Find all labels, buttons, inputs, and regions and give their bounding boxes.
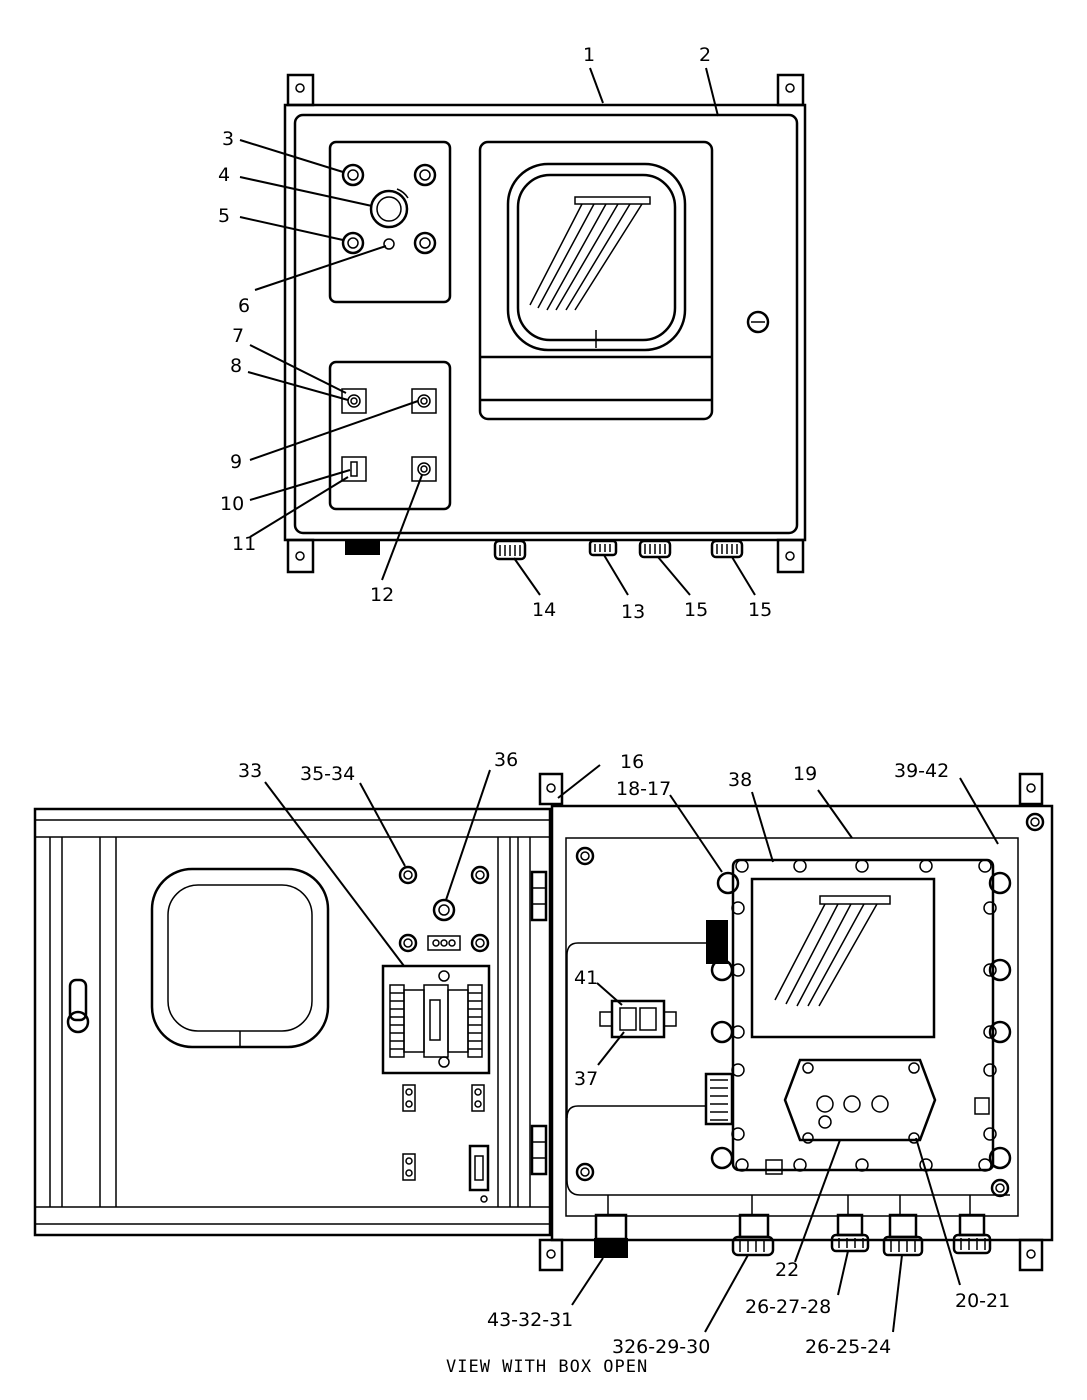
- display-window-frame: [506, 162, 687, 352]
- callout-5: 5: [218, 205, 230, 227]
- callout-41: 41: [574, 967, 598, 989]
- door-window-inner: [150, 867, 330, 1049]
- mount-tab: [286, 73, 315, 107]
- closed-box: [239, 67, 807, 596]
- callout-26-25-24: 26-25-24: [805, 1336, 891, 1358]
- connector-43-32-31: [594, 1213, 628, 1258]
- callout-36: 36: [494, 749, 518, 771]
- callout-20-21: 20-21: [955, 1290, 1010, 1312]
- display-housing: [478, 140, 714, 421]
- callout-14: 14: [532, 599, 556, 621]
- enclosure-open-body: [550, 804, 1054, 1242]
- open-box: [33, 764, 1054, 1333]
- mounting-plate: [565, 837, 1019, 1217]
- door-latch: [746, 310, 770, 334]
- connector-13: [588, 539, 618, 557]
- connector-26-25-24: [882, 1213, 924, 1257]
- connector-26-27-28: [830, 1213, 870, 1253]
- callout-43-32-31: 43-32-31: [487, 1309, 573, 1331]
- callout-8: 8: [230, 355, 242, 377]
- callout-39-42: 39-42: [894, 760, 949, 782]
- top-view-callouts: 1 2 3 4 5 6 7 8 9 10 11 12 13 14 15 15: [218, 44, 772, 623]
- connector-15b: [710, 539, 744, 559]
- callout-16: 16: [620, 751, 644, 773]
- callout-326-29-30: 326-29-30: [612, 1336, 710, 1358]
- mount-tab: [1018, 1238, 1044, 1272]
- mount-tab: [286, 538, 315, 574]
- display-window: [516, 173, 677, 342]
- connector-right: [952, 1213, 992, 1255]
- door-handle: [66, 978, 90, 1034]
- callout-37: 37: [574, 1068, 598, 1090]
- callout-15b: 15: [748, 599, 772, 621]
- connector-15a: [638, 539, 672, 559]
- mount-tab: [538, 772, 564, 806]
- terminal-module: [381, 964, 491, 1075]
- callout-26-27-28: 26-27-28: [745, 1296, 831, 1318]
- callout-3: 3: [222, 128, 234, 150]
- enclosure-door: [293, 113, 799, 535]
- callout-22: 22: [775, 1259, 799, 1281]
- callout-15a: 15: [684, 599, 708, 621]
- control-module: [710, 858, 1012, 1175]
- callout-4: 4: [218, 164, 230, 186]
- callout-33: 33: [238, 760, 262, 782]
- module-connector-lower: [704, 1072, 734, 1126]
- callout-13: 13: [621, 601, 645, 623]
- control-panel-lower: [328, 360, 452, 511]
- callout-38: 38: [728, 769, 752, 791]
- callout-2: 2: [699, 44, 711, 66]
- callout-19: 19: [793, 763, 817, 785]
- enclosure-body: [283, 103, 807, 542]
- key-switch: [369, 189, 409, 229]
- callout-18-17: 18-17: [616, 778, 671, 800]
- figure-caption: VIEW WITH BOX OPEN: [446, 1357, 648, 1377]
- mount-tab: [1018, 772, 1044, 806]
- callout-7: 7: [232, 325, 244, 347]
- callout-12: 12: [370, 584, 394, 606]
- hinge-upper: [530, 870, 548, 922]
- callout-6: 6: [238, 295, 250, 317]
- callout-9: 9: [230, 451, 242, 473]
- connector-326-29-30: [731, 1213, 775, 1257]
- callout-35-34: 35-34: [300, 763, 355, 785]
- connector-14: [493, 539, 527, 561]
- module-connector-upper: [706, 920, 728, 964]
- callout-1: 1: [583, 44, 595, 66]
- callout-10: 10: [220, 493, 244, 515]
- mount-tab: [776, 538, 805, 574]
- hinge-lower: [530, 1124, 548, 1176]
- open-view-callouts: 16 18-17 19 33 35-34 36 38 39-42 41 37 2…: [238, 749, 1010, 1358]
- control-panel-upper: [328, 140, 452, 304]
- callout-11: 11: [232, 533, 256, 555]
- mount-tab: [776, 73, 805, 107]
- mount-tab: [538, 1238, 564, 1272]
- connector-bottom-left: [345, 541, 380, 555]
- circuit-breaker: [599, 999, 677, 1039]
